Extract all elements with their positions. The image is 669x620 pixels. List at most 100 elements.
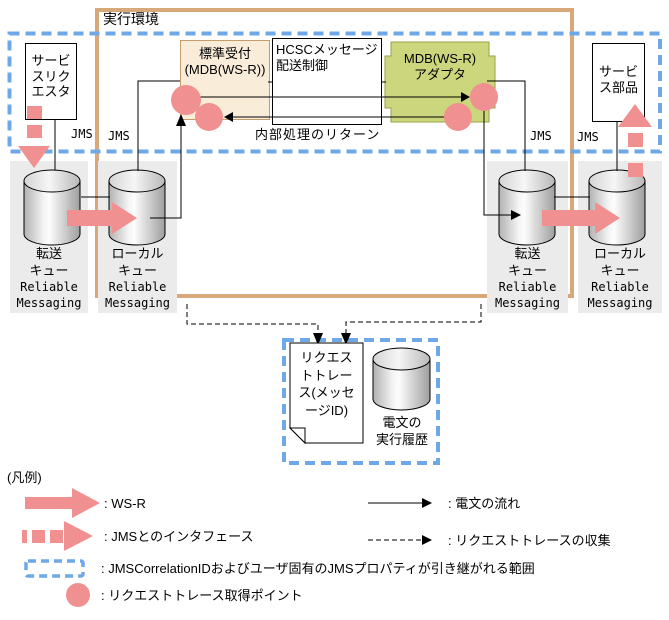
jms-label-1: JMS xyxy=(71,127,93,141)
legend-jms-arrow-head xyxy=(64,521,93,551)
flow-arrowhead-right-2 xyxy=(511,210,521,220)
hcsc-line1: HCSCメッセージ xyxy=(276,42,378,57)
service-requester-line1: サービ xyxy=(31,53,71,68)
queue-name-line1: 転送 xyxy=(35,246,62,261)
queue-product-line2: Messaging xyxy=(104,296,171,310)
queue-name-line1: 転送 xyxy=(514,246,541,261)
jms-arrow-down-dash2 xyxy=(27,125,42,138)
queue-product-line2: Messaging xyxy=(16,296,82,310)
queue-product-line2: Messaging xyxy=(494,296,561,310)
queue-product-line2: Messaging xyxy=(587,296,653,310)
trace-doc-line3: ス(メッセ xyxy=(298,385,355,400)
trace-point-2 xyxy=(195,103,223,131)
mdb-adapter-label: MDB(WS-R) アダプタ xyxy=(385,51,495,83)
legend-scope-rect-icon xyxy=(24,559,85,578)
standard-reception-line1: 標準受付 xyxy=(198,46,251,61)
cylinder-local-left-top xyxy=(108,169,166,193)
service-component-line1: サービ xyxy=(598,64,638,79)
flow-arrowhead-up xyxy=(176,114,186,126)
queue-label-local-right: ローカル キュー Reliable Messaging xyxy=(578,245,662,311)
legend-wsr-arrow-icon xyxy=(25,488,100,518)
queue-name-line2: キュー xyxy=(600,263,640,278)
mdb-adapter-line2: アダプタ xyxy=(413,67,466,82)
queue-label-transfer-left: 転送 キュー Reliable Messaging xyxy=(10,245,88,311)
legend-jms-arrow-dash0 xyxy=(22,530,27,543)
trace-point-1 xyxy=(171,85,201,115)
legend-message-flow-label: : 電文の流れ xyxy=(448,496,521,511)
trace-area-dashed-border xyxy=(282,338,440,465)
trace-doc-line4: ージID) xyxy=(304,402,349,418)
service-component-line2: ス部品 xyxy=(598,79,638,95)
legend-jms-scope-label: : JMSCorrelationIDおよびユーザ固有のJMSプロパティが引き継が… xyxy=(101,561,535,576)
queue-name-line2: キュー xyxy=(507,263,547,278)
legend-jms-arrow-dash1 xyxy=(32,530,45,543)
jms-arrow-up-dash1 xyxy=(628,133,643,147)
trace-collection-arrowhead-right xyxy=(341,333,351,345)
wsr-arrow-right xyxy=(542,202,620,234)
adapter-transferqueue-connector xyxy=(487,80,526,171)
trace-doc-line2: トトレー xyxy=(300,367,353,383)
cylinder-transfer-right-top xyxy=(498,169,556,193)
internal-return-label: 内部処理のリターン xyxy=(255,127,381,142)
trace-point-3 xyxy=(444,103,472,131)
legend-trace-point-label: : リクエストトレース取得ポイント xyxy=(101,588,303,603)
trace-collection-line-right xyxy=(345,304,482,333)
cylinder-transfer-left xyxy=(23,181,81,246)
history-line2: 実行履歴 xyxy=(375,432,428,447)
jms-label-3: JMS xyxy=(530,129,552,143)
queue-name-line2: キュー xyxy=(117,263,157,278)
legend-trace-point-icon xyxy=(66,583,90,607)
legend-collection-arrowhead xyxy=(422,535,432,545)
jms-label-2: JMS xyxy=(108,129,130,143)
document-fold-corner xyxy=(288,427,306,445)
jms-label-4: JMS xyxy=(577,130,599,144)
request-trace-document-text: リクエス トトレー ス(メッセ ージID) xyxy=(291,349,362,419)
legend-jms-interface-label: : JMSとのインタフェース xyxy=(104,529,254,544)
cylinder-history xyxy=(372,359,431,411)
wsr-arrow-left xyxy=(67,202,137,234)
mdb-adapter-shape xyxy=(384,41,496,123)
reception-localqueue-connector xyxy=(137,80,180,171)
queue-name-line1: ローカル xyxy=(111,246,164,261)
jms-arrow-up-head xyxy=(618,104,652,127)
cylinder-local-left xyxy=(108,181,166,246)
legend-trace-collection-label: : リクエストトレースの収集 xyxy=(448,533,611,548)
hcsc-line2: 配送制御 xyxy=(276,57,329,73)
queue-name-line2: キュー xyxy=(29,263,69,278)
flow-arrowhead-left xyxy=(224,112,233,122)
jms-arrow-up-dash2 xyxy=(628,163,643,177)
jms-scope-dashed-border xyxy=(7,31,662,154)
cylinder-history-top xyxy=(372,347,431,371)
queue-label-local-left: ローカル キュー Reliable Messaging xyxy=(98,245,177,311)
cylinder-transfer-left-top xyxy=(23,169,81,193)
queue-product-line1: Reliable xyxy=(20,280,78,294)
service-requester-line3: エスタ xyxy=(31,84,71,99)
queue-product-line1: Reliable xyxy=(498,280,557,294)
queue-name-line1: ローカル xyxy=(593,246,646,261)
trace-collection-arrowhead-left xyxy=(313,333,323,345)
hcsc-message-control-box: HCSCメッセージ 配送制御 xyxy=(272,38,382,125)
adapter-to-transferqueue-flow xyxy=(483,110,511,216)
execution-environment-label: 実行環境 xyxy=(103,11,159,27)
queue-label-transfer-right: 転送 キュー Reliable Messaging xyxy=(487,245,568,311)
queue-product-line1: Reliable xyxy=(108,280,167,294)
jms-arrow-down-dash1 xyxy=(27,106,42,119)
trace-collection-line-left xyxy=(186,304,319,333)
cylinder-local-right xyxy=(588,181,646,246)
jms-arrow-down-head xyxy=(18,146,50,168)
cylinder-transfer-right xyxy=(498,181,556,246)
service-requester-line2: スリク xyxy=(31,68,71,84)
legend-heading: (凡例) xyxy=(7,470,42,485)
legend-flow-arrowhead xyxy=(422,498,432,508)
localqueue-to-reception-flow xyxy=(150,124,182,219)
request-trace-document-shape xyxy=(289,342,364,444)
legend-jms-arrow-dash2 xyxy=(50,530,63,543)
standard-reception-line2: (MDB(WS-R)) xyxy=(184,61,266,77)
history-line1: 電文の xyxy=(382,415,422,430)
flow-arrowhead-right-1 xyxy=(461,92,470,102)
queue-product-line1: Reliable xyxy=(591,280,649,294)
legend-ws-r-label: : WS-R xyxy=(104,496,146,511)
